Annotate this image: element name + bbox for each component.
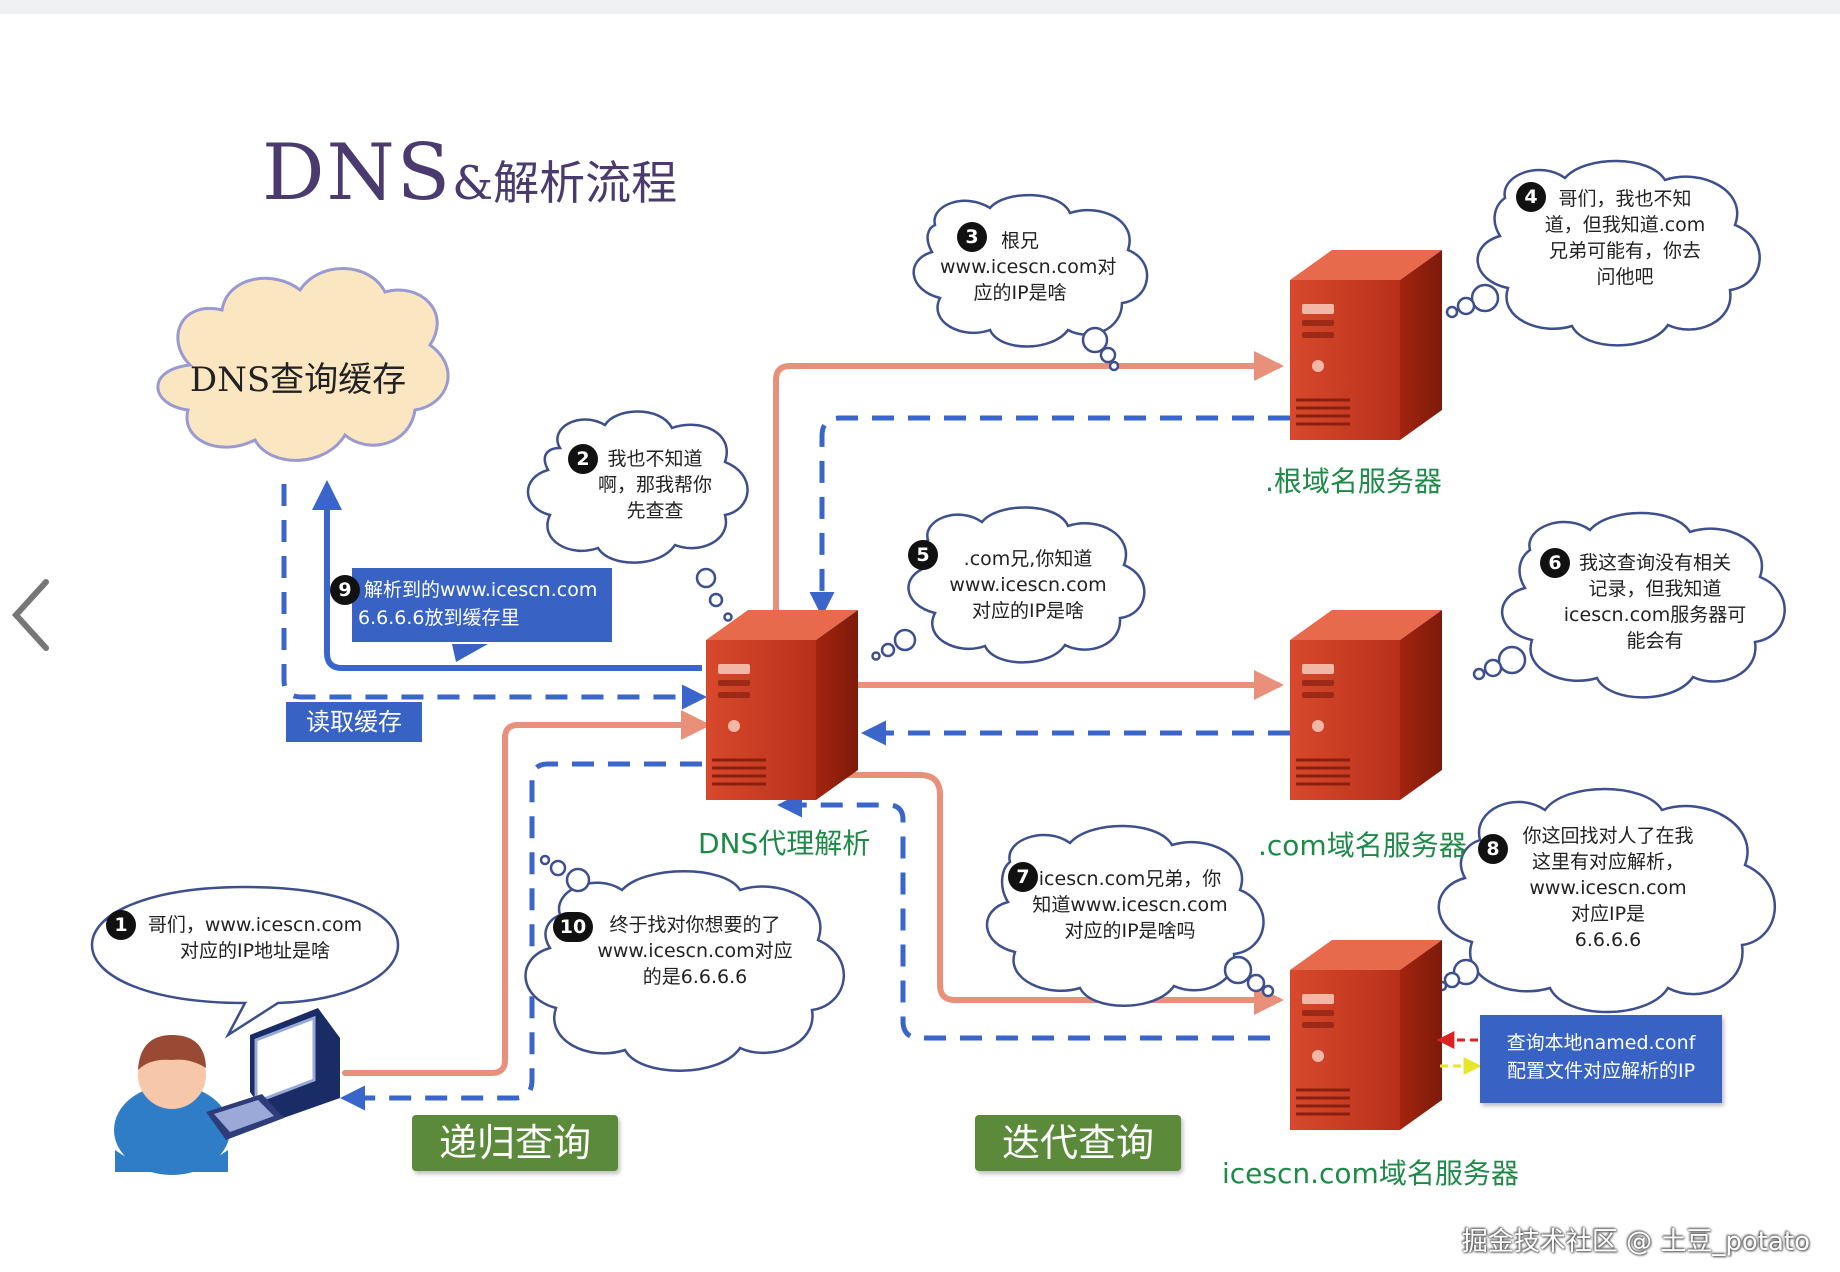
bubble-10-shape — [524, 870, 845, 1072]
server-icescn — [1288, 938, 1444, 1132]
step-1-badge: 1 — [106, 910, 136, 940]
server-proxy — [704, 608, 860, 802]
root-server-label: .根域名服务器 — [1265, 465, 1442, 498]
arrow-user-to-proxy — [342, 710, 711, 1076]
step-6-badge: 6 — [1540, 548, 1570, 578]
back-arrow-button[interactable] — [0, 570, 60, 660]
arrow-proxy-to-icescn — [827, 772, 1284, 1015]
read-cache-label: 读取缓存 — [286, 702, 422, 742]
watermark: 掘金技术社区 @ 土豆_potato — [1461, 1227, 1810, 1257]
bubble-7-shape — [985, 824, 1265, 1007]
title-rest: &解析流程 — [452, 156, 678, 210]
com-server-label: .com域名服务器 — [1258, 829, 1467, 862]
named-conf-arrows — [1436, 1031, 1482, 1075]
cache-label: DNS查询缓存 — [189, 360, 407, 400]
step-5-badge: 5 — [908, 540, 938, 570]
server-root — [1288, 248, 1444, 442]
thought-clouds — [90, 159, 1786, 1072]
step-9-badge: 9 — [330, 575, 360, 605]
server-com — [1288, 608, 1444, 802]
bubble-8-shape — [1437, 787, 1776, 1014]
bubble-2-text: 我也不知道啊，那我帮你先查查 — [597, 448, 712, 522]
step-7-badge: 7 — [1008, 862, 1038, 892]
step-4-badge: 4 — [1516, 182, 1546, 212]
arrow-icescn-to-proxy — [777, 792, 1270, 1041]
diagram-title: DNS&解析流程 — [262, 128, 677, 218]
request-arrows — [342, 351, 1284, 1076]
arrow-cache-read — [281, 484, 707, 710]
top-bar — [0, 0, 1840, 14]
title-main: DNS — [262, 128, 453, 218]
bubble-2-tail — [695, 567, 717, 589]
arrow-proxy-to-root — [773, 351, 1284, 625]
arrow-proxy-to-cache — [312, 480, 702, 671]
step-10-badge: 10 — [553, 912, 593, 942]
bubble-6-shape — [1500, 511, 1786, 699]
step-2-badge: 2 — [568, 444, 598, 474]
step-3-badge: 3 — [957, 222, 987, 252]
chevron-left-icon — [11, 579, 49, 651]
step-8-badge: 8 — [1478, 834, 1508, 864]
bubble-4-shape — [1476, 159, 1761, 347]
iterative-query-label: 迭代查询 — [975, 1115, 1181, 1171]
arrow-root-to-proxy — [809, 415, 1290, 617]
recursive-query-label: 递归查询 — [412, 1115, 618, 1171]
proxy-label: DNS代理解析 — [698, 827, 871, 860]
cache-cloud — [156, 267, 450, 462]
response-arrows — [281, 415, 1290, 1111]
note-9-pointer — [452, 644, 488, 662]
icescn-server-label: icescn.com域名服务器 — [1222, 1157, 1519, 1190]
bubble-5-shape — [907, 506, 1146, 664]
arrow-proxy-to-user — [340, 761, 702, 1111]
user-computer-illustration — [114, 1008, 340, 1175]
